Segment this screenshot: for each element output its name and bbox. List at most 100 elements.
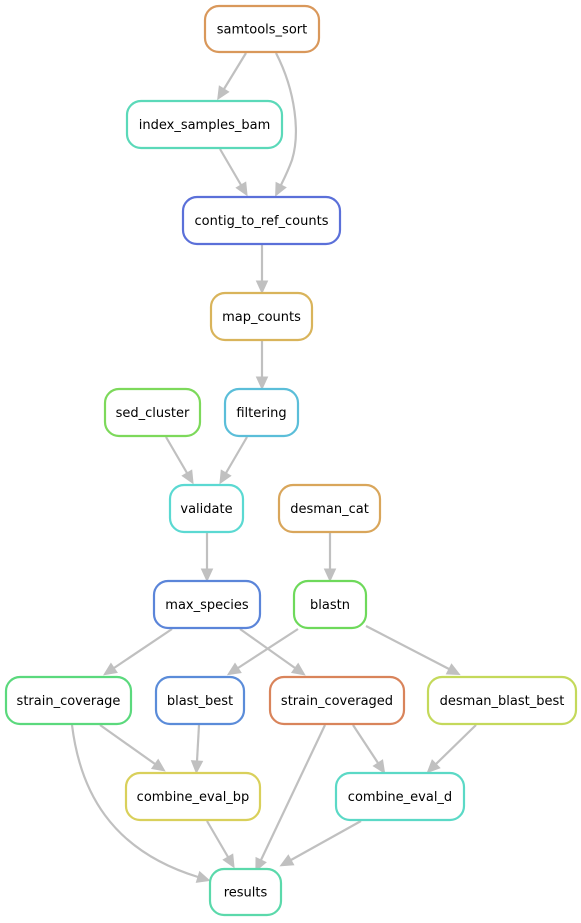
arrowhead <box>323 568 337 583</box>
edge-filtering-to-validate <box>219 436 248 485</box>
edge-line <box>275 52 297 186</box>
node-box <box>277 483 382 534</box>
edge-line <box>435 724 477 765</box>
node-label: desman_cat <box>290 502 369 517</box>
arrowhead <box>217 85 230 101</box>
node-strain-coveraged: strain_coveraged <box>268 675 406 726</box>
arrowhead <box>290 662 306 676</box>
edge-strain_coverage-to-combine_eval_bp <box>99 724 166 772</box>
node-label: sed_cluster <box>116 406 190 421</box>
edge-line <box>206 820 229 858</box>
node-label: samtools_sort <box>217 23 307 38</box>
edge-strain_coveraged-to-combine_eval_d <box>352 724 386 775</box>
node-label: blastn <box>310 598 350 613</box>
node-box <box>152 579 262 630</box>
node-box <box>203 4 321 54</box>
node-combine-eval-bp: combine_eval_bp <box>124 771 262 822</box>
node-box <box>181 195 342 246</box>
node-blast-best: blast_best <box>154 675 246 726</box>
node-contig-to-ref-counts: contig_to_ref_counts <box>181 195 342 246</box>
node-samtools-sort: samtools_sort <box>203 4 321 54</box>
arrowhead <box>226 662 242 676</box>
node-box <box>103 387 202 438</box>
arrowhead <box>150 758 166 772</box>
node-box <box>208 867 283 917</box>
edge-blastn-to-desman_blast_best <box>365 625 461 676</box>
node-box <box>125 99 284 150</box>
node-box <box>223 387 300 438</box>
edge-line <box>352 724 379 764</box>
edge-line <box>70 724 199 879</box>
node-filtering: filtering <box>223 387 300 438</box>
node-label: max_species <box>165 598 249 613</box>
arrowhead <box>372 759 386 775</box>
edge-line <box>219 148 242 186</box>
node-label: validate <box>180 502 232 517</box>
edge-line <box>365 625 450 670</box>
node-label: desman_blast_best <box>440 694 565 709</box>
edge-line <box>113 628 173 669</box>
edge-combine_eval_bp-to-results <box>206 820 235 869</box>
node-box <box>4 675 133 726</box>
edge-index_samples_bam-to-contig_to_ref_counts <box>219 148 248 197</box>
edge-contig_to_ref_counts-to-map_counts <box>255 245 269 295</box>
edge-strain_coverage-to-results <box>70 724 211 883</box>
edge-max_species-to-strain_coverage <box>103 628 173 676</box>
edge-line <box>195 724 201 762</box>
edge-samtools_sort-to-contig_to_ref_counts <box>275 52 297 197</box>
node-desman-blast-best: desman_blast_best <box>426 675 578 726</box>
edge-blastn-to-blast_best <box>226 628 299 676</box>
arrowhead <box>275 181 287 197</box>
edge-combine_eval_d-to-results <box>279 820 362 867</box>
arrowhead <box>181 469 194 485</box>
node-label: combine_eval_bp <box>137 790 250 805</box>
edge-max_species-to-strain_coveraged <box>239 628 306 676</box>
arrowhead <box>255 280 269 295</box>
node-box <box>426 675 578 726</box>
edge-sed_cluster-to-validate <box>165 436 194 485</box>
arrowhead <box>279 854 295 867</box>
node-blastn: blastn <box>292 579 368 630</box>
arrowhead <box>200 568 214 583</box>
arrowhead <box>255 376 269 391</box>
edge-desman_cat-to-blastn <box>323 533 337 583</box>
node-label: strain_coveraged <box>281 694 393 709</box>
arrowhead <box>219 469 232 485</box>
edge-line <box>165 436 188 474</box>
node-label: combine_eval_d <box>348 790 452 805</box>
arrowhead <box>103 662 118 676</box>
node-label: filtering <box>236 406 286 421</box>
node-label: blast_best <box>167 694 233 709</box>
edge-blast_best-to-combine_eval_bp <box>190 724 204 775</box>
edge-line <box>99 724 156 765</box>
node-combine-eval-d: combine_eval_d <box>334 771 466 822</box>
node-box <box>292 579 368 630</box>
arrowhead <box>445 663 461 676</box>
edge-map_counts-to-filtering <box>255 341 269 391</box>
node-label: index_samples_bam <box>139 118 271 133</box>
node-desman-cat: desman_cat <box>277 483 382 534</box>
edge-line <box>223 52 247 90</box>
node-box <box>124 771 262 822</box>
node-box <box>334 771 466 822</box>
arrowhead <box>255 856 267 872</box>
edge-desman_blast_best-to-combine_eval_d <box>426 724 477 774</box>
node-box <box>268 675 406 726</box>
node-max-species: max_species <box>152 579 262 630</box>
arrowhead <box>190 760 204 775</box>
node-label: map_counts <box>222 310 301 325</box>
edge-line <box>237 628 299 669</box>
edge-line <box>290 820 362 861</box>
arrowhead <box>426 759 441 774</box>
edge-validate-to-max_species <box>200 533 214 583</box>
node-label: results <box>224 886 268 901</box>
edge-samtools_sort-to-index_samples_bam <box>217 52 247 101</box>
edge-line <box>260 724 326 861</box>
edge-line <box>225 436 248 474</box>
node-box <box>168 483 245 534</box>
arrowhead <box>195 870 211 883</box>
node-label: contig_to_ref_counts <box>195 214 329 229</box>
node-label: strain_coverage <box>17 694 121 709</box>
node-strain-coverage: strain_coverage <box>4 675 133 726</box>
